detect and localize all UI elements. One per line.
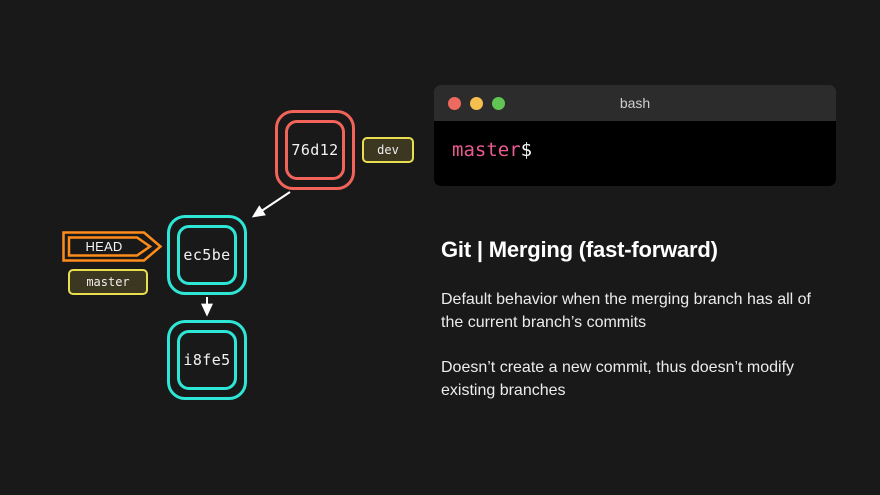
commit-sha: 76d12	[291, 141, 339, 159]
prompt-branch-name: master	[452, 139, 521, 161]
branch-tag-label: master	[86, 275, 130, 289]
branch-tag-dev[interactable]: dev	[362, 137, 414, 163]
terminal-window[interactable]: bash master$	[434, 85, 836, 186]
commit-node-ec5be[interactable]: ec5be	[167, 215, 247, 295]
slide-copy: Git | Merging (fast-forward) Default beh…	[441, 237, 841, 402]
window-controls	[448, 96, 505, 110]
graph-edges	[201, 191, 291, 317]
head-pointer-shape	[62, 231, 163, 262]
commit-node-76d12[interactable]: 76d12	[275, 110, 355, 190]
git-commit-graph: 76d12 ec5be i8fe5 dev master	[62, 110, 414, 400]
edge-76d12-to-ec5be	[251, 191, 291, 218]
commit-node-inner: 76d12	[285, 120, 345, 180]
terminal-titlebar[interactable]: bash	[434, 85, 836, 121]
commit-sha: ec5be	[183, 246, 231, 264]
terminal-title: bash	[619, 95, 651, 111]
body-paragraph-2: Doesn’t create a new commit, thus doesn’…	[441, 359, 795, 399]
body-paragraph-1: Default behavior when the merging branch…	[441, 291, 811, 331]
terminal-body[interactable]: master$	[434, 121, 836, 186]
branch-tag-master[interactable]: master	[68, 269, 148, 295]
terminal-prompt: master$	[452, 139, 836, 161]
commit-sha: i8fe5	[183, 351, 231, 369]
commit-node-inner: ec5be	[177, 225, 237, 285]
prompt-sigil: $	[520, 139, 533, 161]
commit-node-i8fe5[interactable]: i8fe5	[167, 320, 247, 400]
close-dot-icon[interactable]	[448, 96, 461, 110]
commit-node-inner: i8fe5	[177, 330, 237, 390]
branch-tag-label: dev	[377, 143, 399, 157]
head-pointer-label: HEAD	[85, 239, 123, 254]
maximize-dot-icon[interactable]	[492, 96, 505, 110]
head-pointer[interactable]: HEAD	[62, 231, 163, 262]
minimize-dot-icon[interactable]	[470, 96, 483, 110]
page-title: Git | Merging (fast-forward)	[441, 237, 718, 262]
